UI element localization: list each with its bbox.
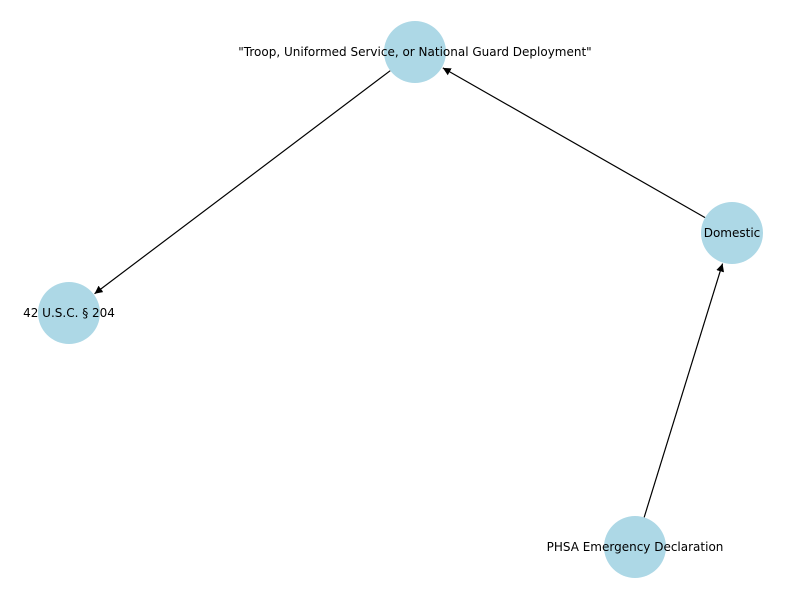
node-circle-domestic — [701, 202, 763, 264]
edge-troop-to-usc — [94, 70, 391, 295]
node-domestic: Domestic — [701, 202, 763, 264]
node-label-usc: 42 U.S.C. § 204 — [23, 306, 115, 320]
node-circle-phsa — [604, 516, 666, 578]
nodes-layer: "Troop, Uniformed Service, or National G… — [23, 21, 763, 578]
node-label-troop: "Troop, Uniformed Service, or National G… — [238, 45, 591, 59]
node-troop: "Troop, Uniformed Service, or National G… — [238, 21, 592, 83]
node-phsa: PHSA Emergency Declaration — [547, 516, 724, 578]
node-circle-troop — [384, 21, 446, 83]
edge-phsa-to-domestic — [643, 263, 725, 518]
node-usc: 42 U.S.C. § 204 — [23, 282, 115, 344]
node-label-domestic: Domestic — [704, 226, 761, 240]
edge-domestic-to-troop — [442, 67, 706, 219]
node-circle-usc — [38, 282, 100, 344]
edges-layer — [94, 67, 725, 518]
node-label-phsa: PHSA Emergency Declaration — [547, 540, 724, 554]
